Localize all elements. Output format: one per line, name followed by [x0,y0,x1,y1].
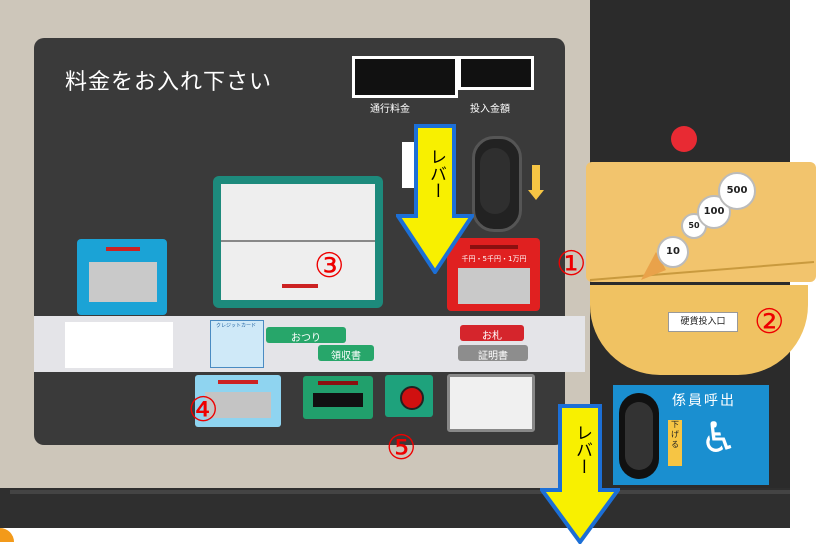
marker-2: ② [754,302,785,342]
orange-corner-decoration [0,528,14,542]
marker-4: ④ [188,390,219,430]
inserted-amount-label: 投入金額 [470,104,510,115]
machine-base [0,488,790,528]
staff-call-label: 係員呼出 [672,393,736,409]
certificate-tag [458,345,528,361]
coin-500-icon: 500 [718,172,756,210]
marker-3: ③ [314,246,345,286]
coin-tray-outline [589,252,815,281]
receipt-button[interactable] [400,386,424,410]
card-return-window [205,392,271,418]
change-label: おつり [291,333,321,344]
bill-return-slot[interactable] [447,374,535,432]
bill-slot-indicator [282,284,318,288]
card-reader-window [89,262,157,302]
status-lamp [671,126,697,152]
lever-direction-arrowhead-icon [528,190,544,200]
lever-top-handle [480,148,510,214]
base-divider [10,490,790,494]
lever-arrow-bottom-icon [540,404,620,544]
card-return-indicator [218,380,258,384]
marker-1: ① [556,244,587,284]
staff-call-lever-handle [625,402,653,470]
coin-slot-label: 硬貨投入口 [668,312,738,332]
bill-slot[interactable] [221,184,375,300]
coin-50-icon: 50 [681,213,707,239]
bill-insert-indicator [470,245,518,249]
bill-label: お札 [482,331,502,342]
inserted-amount-display [458,56,534,90]
lower-lever-label: 下げる [668,420,682,466]
bill-denomination-label: 千円・5千円・1万円 [461,255,527,263]
change-tag [266,327,346,343]
marker-5: ⑤ [386,428,417,468]
receipt-label: 領収書 [331,351,361,362]
card-reader-indicator [106,247,140,251]
bill-tag [460,325,524,341]
credit-card-label: クレジットカード [215,323,256,329]
coin-10-icon: 10 [657,236,689,268]
lever-direction-arrow-icon [532,165,540,193]
lever-arrow-top-label: レバー [426,148,446,199]
blank-label-area [65,322,173,368]
bill-insert-window [458,268,530,304]
certificate-label: 証明書 [478,351,508,362]
wheelchair-icon: ♿ [700,413,738,462]
receipt-opening [313,393,363,407]
credit-card-icon [210,320,264,368]
receipt-indicator [318,381,358,385]
receipt-tag [318,345,374,361]
lever-arrow-bottom-label: レバー [572,424,592,475]
bill-slot-line [221,240,375,242]
lever-arrow-top-icon [396,124,474,274]
toll-label: 通行料金 [370,104,410,115]
panel-title: 料金をお入れ下さい [65,70,273,95]
toll-display [352,56,458,98]
